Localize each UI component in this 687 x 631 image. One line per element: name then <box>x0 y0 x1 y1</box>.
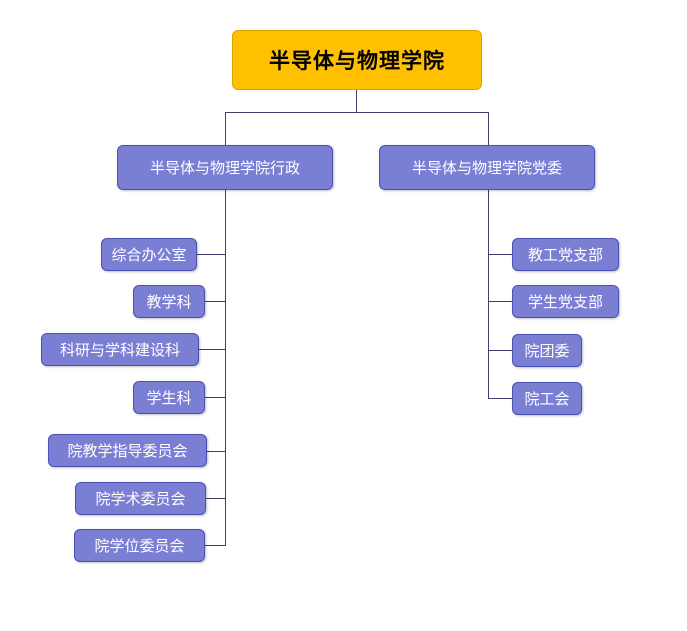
connector-branch1-leaf-1 <box>197 254 225 255</box>
connector-branch1-leaf-4 <box>205 397 225 398</box>
node-leaf-general-office[interactable]: 综合办公室 <box>101 238 197 271</box>
connector-branch1-leaf-5 <box>207 451 225 452</box>
node-leaf-student-party-branch[interactable]: 学生党支部 <box>512 285 619 318</box>
connector-branch2-spine <box>488 190 489 398</box>
connector-branch1-spine <box>225 190 226 546</box>
connector-root-stem <box>356 90 357 112</box>
connector-branch2-leaf-1 <box>488 254 512 255</box>
connector-branch2-drop <box>488 112 489 145</box>
connector-branch2-leaf-4 <box>488 398 512 399</box>
connector-branch1-leaf-7 <box>205 545 225 546</box>
node-leaf-academic-committee[interactable]: 院学术委员会 <box>75 482 206 515</box>
node-leaf-research-discipline-section[interactable]: 科研与学科建设科 <box>41 333 199 366</box>
node-leaf-staff-party-branch[interactable]: 教工党支部 <box>512 238 619 271</box>
connector-branch1-leaf-2 <box>205 301 225 302</box>
connector-root-bus <box>225 112 488 113</box>
node-branch-party-committee[interactable]: 半导体与物理学院党委 <box>379 145 595 190</box>
connector-branch1-drop <box>225 112 226 145</box>
connector-branch1-leaf-6 <box>206 498 225 499</box>
node-branch-administration[interactable]: 半导体与物理学院行政 <box>117 145 333 190</box>
node-leaf-teaching-steering-committee[interactable]: 院教学指导委员会 <box>48 434 207 467</box>
node-leaf-youth-league-committee[interactable]: 院团委 <box>512 334 582 367</box>
node-leaf-labor-union[interactable]: 院工会 <box>512 382 582 415</box>
node-leaf-degree-committee[interactable]: 院学位委员会 <box>74 529 205 562</box>
node-root[interactable]: 半导体与物理学院 <box>232 30 482 90</box>
connector-branch2-leaf-3 <box>488 350 512 351</box>
connector-branch1-leaf-3 <box>199 349 225 350</box>
node-leaf-teaching-section[interactable]: 教学科 <box>133 285 205 318</box>
node-leaf-student-affairs-section[interactable]: 学生科 <box>133 381 205 414</box>
connector-branch2-leaf-2 <box>488 301 512 302</box>
